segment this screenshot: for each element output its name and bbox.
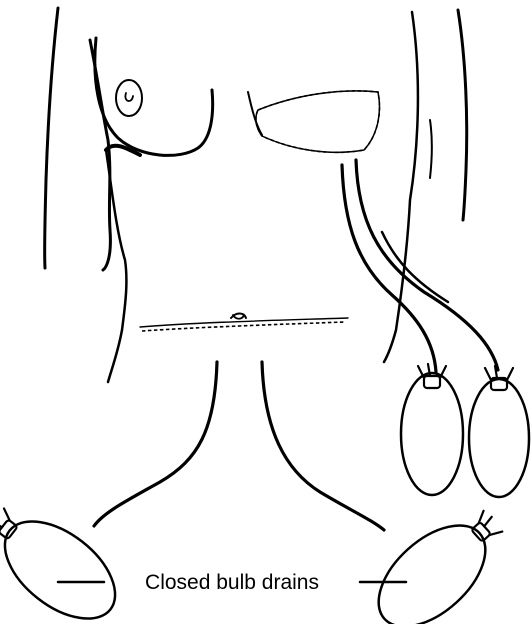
right-arm-outer-line xyxy=(458,10,467,220)
right-flank-line xyxy=(384,12,418,362)
chest-drain-crossing xyxy=(382,232,448,302)
bulb-neck xyxy=(424,376,440,388)
left-breast xyxy=(95,38,213,155)
bulb-valve-prongs xyxy=(475,509,504,539)
left-arm-outer-line xyxy=(45,8,58,268)
mastectomy-incision xyxy=(248,91,379,152)
bulb-drain-4 xyxy=(360,493,518,624)
abdominal-sutures xyxy=(142,322,344,331)
bulb-body xyxy=(401,373,463,495)
bulb-body xyxy=(0,502,133,624)
incision-outline xyxy=(256,91,380,152)
bulb-drain-2 xyxy=(469,366,529,497)
right-arm-inner-line xyxy=(430,120,432,178)
sternum-line xyxy=(248,92,262,135)
abdomen xyxy=(140,314,348,332)
breast-contour xyxy=(95,38,213,155)
bulb-drain-1 xyxy=(401,364,463,495)
areola xyxy=(116,80,142,116)
bulb-body xyxy=(469,379,529,497)
chest-drain-tube-1 xyxy=(342,165,436,372)
torso-outline xyxy=(45,8,467,382)
abdominal-drain-tube-left xyxy=(94,362,217,526)
incision-sutures xyxy=(256,91,380,152)
bulb-neck xyxy=(0,519,18,539)
chest-drains xyxy=(342,160,529,497)
nipple xyxy=(125,93,133,101)
callout-label: Closed bulb drains xyxy=(145,571,319,594)
bulb-neck xyxy=(471,522,491,542)
abdominal-drain-tube-right xyxy=(262,362,384,530)
